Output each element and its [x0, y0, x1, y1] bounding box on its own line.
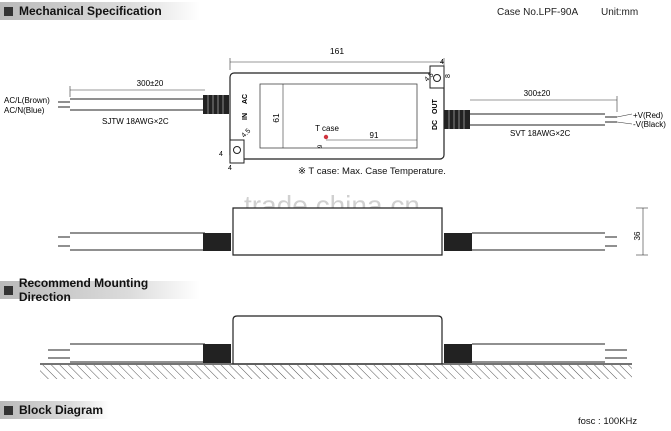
- fosc-label: fosc : 100KHz: [578, 416, 638, 427]
- output-cable-label: SVT 18AWG×2C: [510, 129, 570, 138]
- out-label: OUT: [432, 99, 439, 115]
- dim-tcase-small: 9: [318, 144, 324, 148]
- dim-hole-left: 4.5: [240, 128, 252, 140]
- unit-label: Unit:mm: [601, 7, 639, 18]
- section-title: Block Diagram: [19, 403, 104, 417]
- v-minus-label: -V(Black): [633, 120, 666, 129]
- label-panel: [259, 83, 418, 149]
- section-header-mechanical: Mechanical Specification: [0, 2, 200, 20]
- unit-body-top: [229, 72, 445, 160]
- dim-tcase: 91: [370, 131, 379, 140]
- mount-hole-right: [433, 74, 441, 82]
- input-cable-label: SJTW 18AWG×2C: [102, 117, 169, 126]
- dim-edge-right: 4: [440, 59, 444, 66]
- mount-hole-left: [233, 146, 241, 154]
- v-plus-label: +V(Red): [633, 111, 663, 120]
- dc-label: DC: [432, 120, 439, 130]
- section-header-mounting: Recommend Mounting Direction: [0, 276, 200, 304]
- section-title: Recommend Mounting Direction: [18, 276, 149, 304]
- tcase-label: T case: [315, 124, 339, 133]
- bullet-icon: [4, 6, 13, 16]
- dim-length: 161: [330, 46, 344, 56]
- ac-n-label: AC/N(Blue): [4, 106, 45, 115]
- bullet-icon: [4, 405, 13, 415]
- side-left-relief: [203, 233, 231, 251]
- ac-label: AC: [242, 94, 249, 104]
- in-label: IN: [242, 113, 249, 120]
- bullet-icon: [4, 285, 13, 295]
- section-header-block: Block Diagram: [0, 401, 110, 419]
- ac-l-label: AC/L(Brown): [4, 96, 50, 105]
- mount-left-relief: [203, 344, 231, 363]
- left-strain-relief: [203, 95, 229, 114]
- dim-edge-left-bottom: 4: [228, 165, 232, 172]
- tcase-note: ※ T case: Max. Case Temperature.: [298, 166, 446, 177]
- dim-hole-right: 4.5: [423, 72, 435, 84]
- mount-right-relief: [444, 344, 472, 363]
- dim-edge-left: 4: [219, 151, 223, 158]
- tcase-marker: [323, 134, 329, 140]
- right-strain-relief: [444, 110, 470, 129]
- dim-depth: 36: [633, 231, 642, 240]
- unit-body-mount: [232, 315, 443, 365]
- dim-tab: 8: [445, 74, 452, 78]
- case-number: Case No.LPF-90A: [497, 7, 579, 18]
- section-title: Mechanical Specification: [19, 4, 162, 18]
- dim-cable-right: 300±20: [524, 89, 551, 98]
- side-right-relief: [444, 233, 472, 251]
- dim-cable-left: 300±20: [137, 79, 164, 88]
- ground-hatch: [40, 365, 632, 379]
- unit-body-side: [232, 207, 443, 256]
- dim-height: 61: [271, 113, 281, 123]
